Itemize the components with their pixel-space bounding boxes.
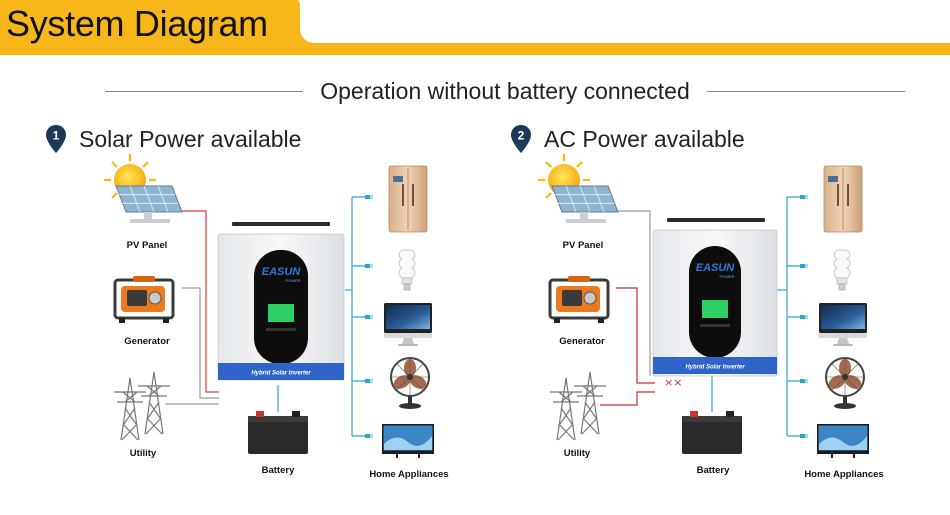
battery-label: Battery: [696, 465, 730, 476]
light-bulb-icon: [833, 249, 851, 291]
fan-icon: [825, 357, 865, 410]
refrigerator-icon: [388, 165, 428, 233]
subtitle: Operation without battery connected: [320, 78, 690, 104]
pin-number: 1: [53, 129, 60, 143]
panel-solar: EASUN POWER Hybrid Solar Inverter: [102, 152, 434, 458]
inverter: EASUN POWER Hybrid Solar Inverter: [217, 222, 345, 381]
battery-icon: [682, 411, 742, 454]
section-title: AC Power available: [544, 125, 745, 152]
tv-icon: [382, 424, 434, 458]
solar-panel-icon: [551, 185, 619, 224]
header-tab: [0, 0, 320, 46]
utility-label: Utility: [129, 448, 157, 459]
generator-label: Generator: [559, 336, 605, 347]
fault-marks: ××: [664, 376, 682, 389]
svg-text:Hybrid Solar Inverter: Hybrid Solar Inverter: [685, 365, 745, 371]
svg-text:POWER: POWER: [719, 274, 734, 279]
utility-label: Utility: [563, 448, 591, 459]
computer-monitor-icon: [384, 303, 432, 346]
appliances-label: Home Appliances: [369, 469, 449, 480]
pv-wire: [178, 210, 219, 393]
refrigerator-icon: [823, 165, 863, 233]
inverter: EASUN POWER Hybrid Solar Inverter: [652, 218, 778, 377]
pv-wire: [614, 210, 651, 376]
power-tower-icon: [573, 371, 607, 435]
battery-label: Battery: [261, 465, 295, 476]
fan-icon: [390, 357, 430, 410]
utility-wire: [600, 391, 655, 406]
subtitle-row: Operation without battery connected: [105, 78, 905, 106]
section-solar: 1 Solar Power available: [45, 122, 301, 156]
generator-icon: [113, 274, 175, 325]
svg-text:POWER: POWER: [285, 278, 300, 283]
generator-wire: [616, 287, 655, 384]
generator-icon: [548, 274, 610, 325]
panel-ac: ×× EASUN POWER Hybrid Solar Inverter: [536, 152, 869, 458]
generator-wire: [182, 287, 219, 399]
page-title: System Diagram: [6, 3, 268, 44]
pin-number: 2: [518, 129, 525, 143]
pv-panel-label: PV Panel: [562, 240, 604, 251]
light-bulb-icon: [398, 249, 416, 291]
subtitle-rule-left: [105, 91, 303, 92]
solar-panel-icon: [115, 185, 183, 224]
power-tower-icon: [549, 377, 583, 441]
section-title: Solar Power available: [79, 125, 302, 152]
subtitle-rule-right: [707, 91, 905, 92]
pin-number-icon: 1: [46, 125, 66, 153]
power-tower-icon: [137, 371, 171, 435]
appliances-label: Home Appliances: [804, 469, 884, 480]
svg-text:Hybrid Solar Inverter: Hybrid Solar Inverter: [251, 371, 311, 377]
tv-icon: [817, 424, 869, 458]
computer-monitor-icon: [819, 303, 867, 346]
svg-text:EASUN: EASUN: [696, 262, 736, 274]
header-notch: [300, 0, 950, 43]
power-tower-icon: [113, 377, 147, 441]
pin-number-icon: 2: [511, 125, 531, 153]
pv-panel-label: PV Panel: [126, 240, 168, 251]
battery-icon: [248, 411, 308, 454]
header-bar: [0, 43, 950, 55]
svg-text:EASUN: EASUN: [262, 266, 302, 278]
generator-label: Generator: [124, 336, 170, 347]
section-ac: 2 AC Power available: [510, 122, 745, 156]
